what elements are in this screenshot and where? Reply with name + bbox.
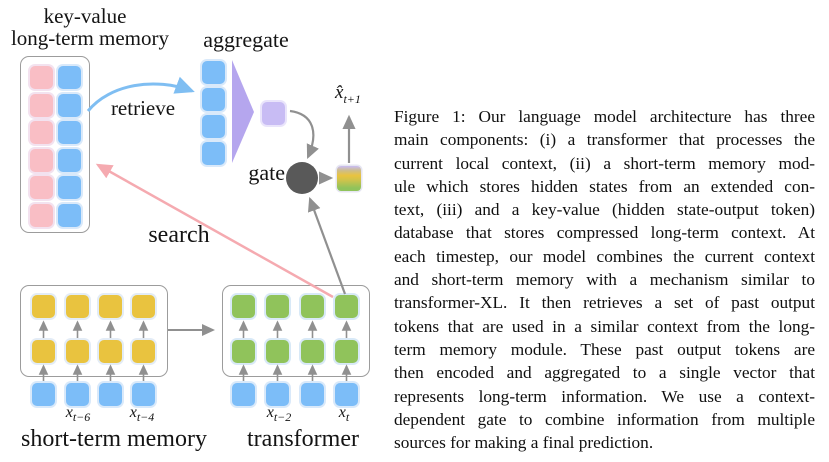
caption-line: tokens that are used in a similar contex… [394,316,815,336]
caption-line: represents long-term information. We use… [394,386,815,406]
prediction-base: x̂ [335,82,344,103]
transformer-input-token [335,383,358,406]
memory-key-cell [30,121,53,144]
stm-input-label: xt−4 [129,404,155,425]
transformer-hidden-state [232,295,255,318]
retrieved-token [202,88,225,111]
caption-line: each timestep, our model combines the cu… [394,246,815,266]
transformer-input-label: xt [338,404,350,425]
memory-value-cell [58,121,81,144]
transformer-input-label: xt−2 [266,404,292,425]
caption-line: term memory module. These past output to… [394,339,815,359]
stm-hidden-state [132,295,155,318]
transformer-input-token [232,383,255,406]
transformer-label: transformer [247,426,359,452]
long-term-memory-title-line1: key-value [43,4,127,28]
transformer-hidden-state [335,295,358,318]
transformer-hidden-state [335,340,358,363]
memory-value-cell [58,66,81,89]
stm-hidden-state [66,295,89,318]
search-label: search [148,222,210,248]
retrieved-token [202,115,225,138]
stm-hidden-state [132,340,155,363]
caption-line: then encoded and aggregated to a single … [394,363,815,383]
transformer-to-gate-arrow [307,196,347,295]
memory-key-cell [30,176,53,199]
transformer-hidden-state [301,340,324,363]
memory-value-cell [58,94,81,117]
caption-line: text, (iii) and a key-value (hidden stat… [394,200,815,220]
transformer-input-token [266,383,289,406]
prediction-subscript: t+1 [343,91,361,106]
transformer-input-token [301,383,324,406]
caption-line: Figure 1: Our language model architectur… [394,107,815,126]
prediction-token [337,166,361,191]
stm-input-token [99,383,122,406]
short-term-memory-label: short-term memory [21,426,207,452]
retrieved-token [202,142,225,165]
caption-line: and short-term memory with a mechanism s… [394,270,815,290]
memory-value-cell [58,204,81,227]
aggregate-label: aggregate [203,27,289,52]
stm-hidden-state [32,340,55,363]
retrieve-label: retrieve [110,96,176,120]
stm-input-label: xt−6 [65,404,91,425]
prediction-label: x̂t+1 [335,82,361,107]
memory-key-cell [30,66,53,89]
memory-key-cell [30,204,53,227]
gate-circle [286,162,318,194]
caption-line: database that stores compressed long-ter… [394,223,815,243]
stm-hidden-state [32,295,55,318]
transformer-hidden-state [232,340,255,363]
stm-hidden-state [66,340,89,363]
caption-line: sources for making a final prediction. [394,433,654,453]
stm-hidden-state [99,295,122,318]
stm-input-token [66,383,89,406]
aggregated-vector-token [262,102,285,125]
short-term-memory-box [20,285,168,377]
long-term-memory-box [20,56,90,233]
transformer-hidden-state [266,340,289,363]
memory-value-cell [58,149,81,172]
caption-line: transformer-XL. It then retrieves a set … [394,293,815,313]
transformer-hidden-state [301,295,324,318]
memory-value-cell [58,176,81,199]
long-term-memory-title-line2: long-term memory [10,26,170,50]
stm-input-token [32,383,55,406]
stm-hidden-state [99,340,122,363]
memory-key-cell [30,94,53,117]
caption-line: main components: (i) a transformer that … [394,130,815,150]
figure-caption: Figure 1: Our language model architectur… [394,105,815,454]
gate-label: gate [248,160,285,185]
retrieved-token [202,61,225,84]
vector-to-gate-arrow [289,109,319,160]
caption-line: current local context, (ii) a short-term… [394,153,815,173]
caption-line: dependent gate to combine information fr… [394,409,815,429]
stm-input-token [132,383,155,406]
aggregate-funnel-triangle [232,60,254,163]
transformer-hidden-state [266,295,289,318]
caption-line: ule which stores hidden states from an e… [394,176,815,196]
memory-key-cell [30,149,53,172]
